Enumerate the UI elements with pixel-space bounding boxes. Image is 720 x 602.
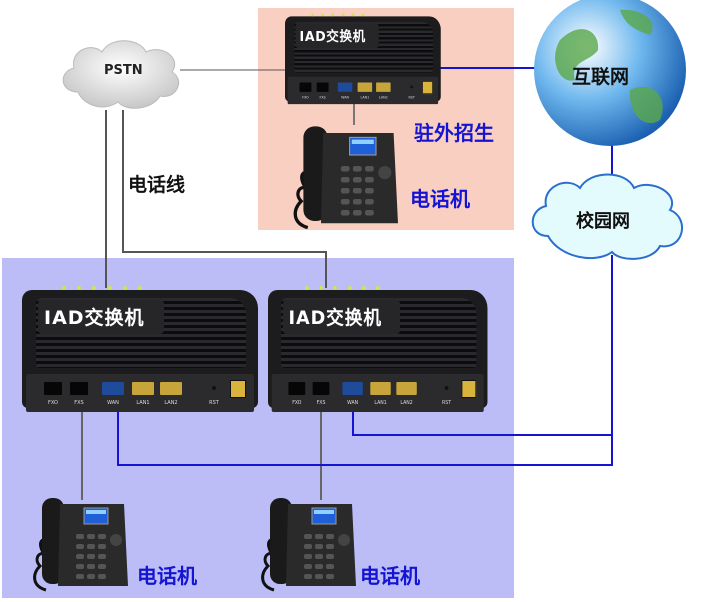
internet-globe-icon <box>534 0 686 146</box>
status-leds <box>311 13 365 17</box>
wan-port <box>342 382 363 395</box>
pstn-label: PSTN <box>104 63 143 78</box>
lan1-port <box>357 82 373 92</box>
iad-title: IAD交换机 <box>299 28 366 45</box>
wan-port <box>337 82 353 92</box>
iad-front-panel: FXO FXS WAN LAN1 LAN2 RST <box>287 76 439 105</box>
wan-label: WAN <box>107 400 119 406</box>
fxo-port <box>299 82 312 92</box>
fxo-label: FXO <box>48 400 58 406</box>
fxs-port <box>312 382 330 395</box>
lan2-label: LAN2 <box>400 400 413 406</box>
status-leds <box>62 286 142 292</box>
ip-phone-icon <box>293 126 398 230</box>
right-ip-phone <box>256 494 360 602</box>
wan-port <box>102 382 124 395</box>
rst-label: RST <box>442 400 452 406</box>
reset-button <box>444 386 449 390</box>
ip-phone-icon <box>33 498 128 592</box>
ip-phone-icon <box>261 498 356 592</box>
fxs-label: FXS <box>316 400 326 406</box>
iad-front-panel: FXO FXS WAN LAN1 LAN2 RST <box>271 374 484 412</box>
lan1-label: LAN1 <box>374 400 387 406</box>
lan1-label: LAN1 <box>360 95 370 100</box>
lan1-label: LAN1 <box>136 400 150 406</box>
fxo-label: FXO <box>292 400 302 406</box>
iad-body: IAD交换机 FXO FXS WAN LAN1 LAN2 RST <box>285 16 441 105</box>
remote-ip-phone <box>288 122 402 241</box>
power-jack <box>422 81 433 95</box>
campus-network-label: 校园网 <box>576 211 630 232</box>
left-phone-label: 电话机 <box>137 564 197 588</box>
reset-button <box>212 386 216 390</box>
phone-line-label: 电话线 <box>128 174 186 196</box>
right-iad-switch: IAD交换机 FXO FXS WAN LAN1 LAN2 RST <box>268 284 488 412</box>
iad-front-panel: FXO FXS WAN LAN1 LAN2 RST <box>26 374 254 412</box>
iad-name-plate <box>282 300 401 334</box>
left-ip-phone <box>28 494 132 602</box>
rst-label: RST <box>209 400 219 406</box>
status-leds <box>305 286 380 292</box>
fxo-label: FXO <box>302 95 309 100</box>
remote-phone-label: 电话机 <box>410 187 470 211</box>
iad-title: IAD交换机 <box>44 307 145 329</box>
wan-label: WAN <box>347 400 359 406</box>
lan1-port <box>132 382 154 395</box>
power-jack <box>230 380 246 398</box>
fxo-port <box>44 382 62 395</box>
right-phone-label: 电话机 <box>360 564 420 588</box>
lan2-port <box>376 82 391 92</box>
pstn-to-right-iad-line <box>122 110 327 288</box>
iad-body: IAD交换机 FXO FXS WAN LAN1 LAN2 RST <box>268 290 488 412</box>
remote-iad-switch: IAD交换机 FXO FXS WAN LAN1 LAN2 RST <box>285 12 441 105</box>
lan1-port <box>370 382 391 395</box>
lan2-label: LAN2 <box>378 95 388 100</box>
fxs-label: FXS <box>74 400 84 406</box>
fxo-port <box>288 382 306 395</box>
wan-label: WAN <box>341 95 349 100</box>
internet-label: 互联网 <box>572 66 630 88</box>
lan2-port <box>160 382 182 395</box>
iad-name-plate <box>295 23 379 48</box>
iad-title: IAD交换机 <box>288 307 382 329</box>
fxs-label: FXS <box>319 95 326 100</box>
lan2-port <box>396 382 417 395</box>
campus-to-left-iad-line <box>117 255 613 466</box>
fxs-port <box>70 382 88 395</box>
iad-body: IAD交换机 FXO FXS WAN LAN1 LAN2 RST <box>22 290 258 412</box>
reset-button <box>410 85 414 89</box>
campus-network-cloud <box>531 173 683 260</box>
left-iad-switch: IAD交换机 FXO FXS WAN LAN1 LAN2 RST <box>22 284 258 412</box>
power-jack <box>461 380 477 398</box>
fxs-port <box>316 82 329 92</box>
pstn-cloud <box>62 40 180 109</box>
iad-name-plate <box>38 300 164 334</box>
lan2-label: LAN2 <box>164 400 178 406</box>
rst-label: RST <box>408 95 415 100</box>
remote-site-label: 驻外招生 <box>414 121 494 145</box>
